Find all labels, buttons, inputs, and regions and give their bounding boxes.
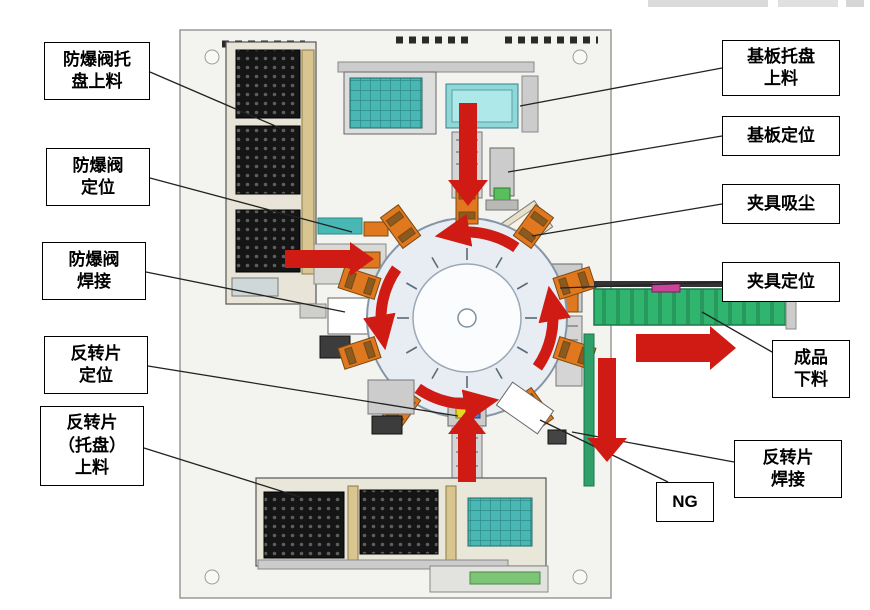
cropped-watermark-artifact (648, 0, 864, 7)
substrate-positioning-module (485, 147, 519, 211)
mounting-hole (204, 49, 220, 65)
valve-tray (235, 49, 301, 119)
label-reverse-plate-welding: 反转片 焊接 (734, 440, 842, 498)
leader-lines (143, 67, 773, 498)
station-mechanism (367, 379, 415, 415)
label-valve-welding: 防爆阀 焊接 (42, 242, 146, 300)
label-valve-positioning: 防爆阀 定位 (46, 148, 150, 206)
reverse-plate-tray-module (255, 477, 549, 593)
flow-arrows (285, 103, 736, 482)
label-finished-product-unloading: 成品 下料 (772, 340, 850, 398)
label-reverse-plate-positioning: 反转片 定位 (44, 336, 148, 394)
valve-tray (235, 125, 301, 195)
reverse-plate-tray-empty (467, 497, 533, 547)
ng-lane-rail (583, 333, 595, 487)
dial-tick-marks (397, 248, 537, 388)
label-substrate-tray-loading: 基板托盘 上料 (722, 40, 840, 96)
label-fixture-vacuum: 夹具吸尘 (722, 184, 840, 224)
flow-arrow-valve-in (285, 242, 374, 276)
rotary-index-table (366, 217, 568, 419)
substrate-tray (349, 77, 423, 129)
rotation-arrows (363, 214, 571, 422)
mounting-hole (572, 569, 588, 585)
conveyor-product (651, 282, 681, 293)
label-substrate-positioning: 基板定位 (722, 116, 840, 156)
dial-center-hub (457, 308, 477, 328)
label-ng: NG (656, 482, 714, 522)
mounting-hole (572, 49, 588, 65)
flow-arrow-ng-out (587, 358, 627, 462)
ng-chute (367, 379, 567, 445)
reverse-plate-tray (359, 489, 439, 555)
label-valve-tray-loading: 防爆阀托 盘上料 (44, 42, 150, 100)
flow-arrow-product-out (636, 326, 736, 370)
reverse-plate-tray (263, 491, 345, 559)
mounting-hole (204, 569, 220, 585)
flow-arrow-reverse-plate-in (448, 410, 486, 482)
flow-arrow-substrate-in (448, 103, 488, 206)
label-fixture-positioning: 夹具定位 (722, 262, 840, 302)
label-reverse-plate-tray-loading: 反转片 （托盘） 上料 (40, 406, 144, 486)
